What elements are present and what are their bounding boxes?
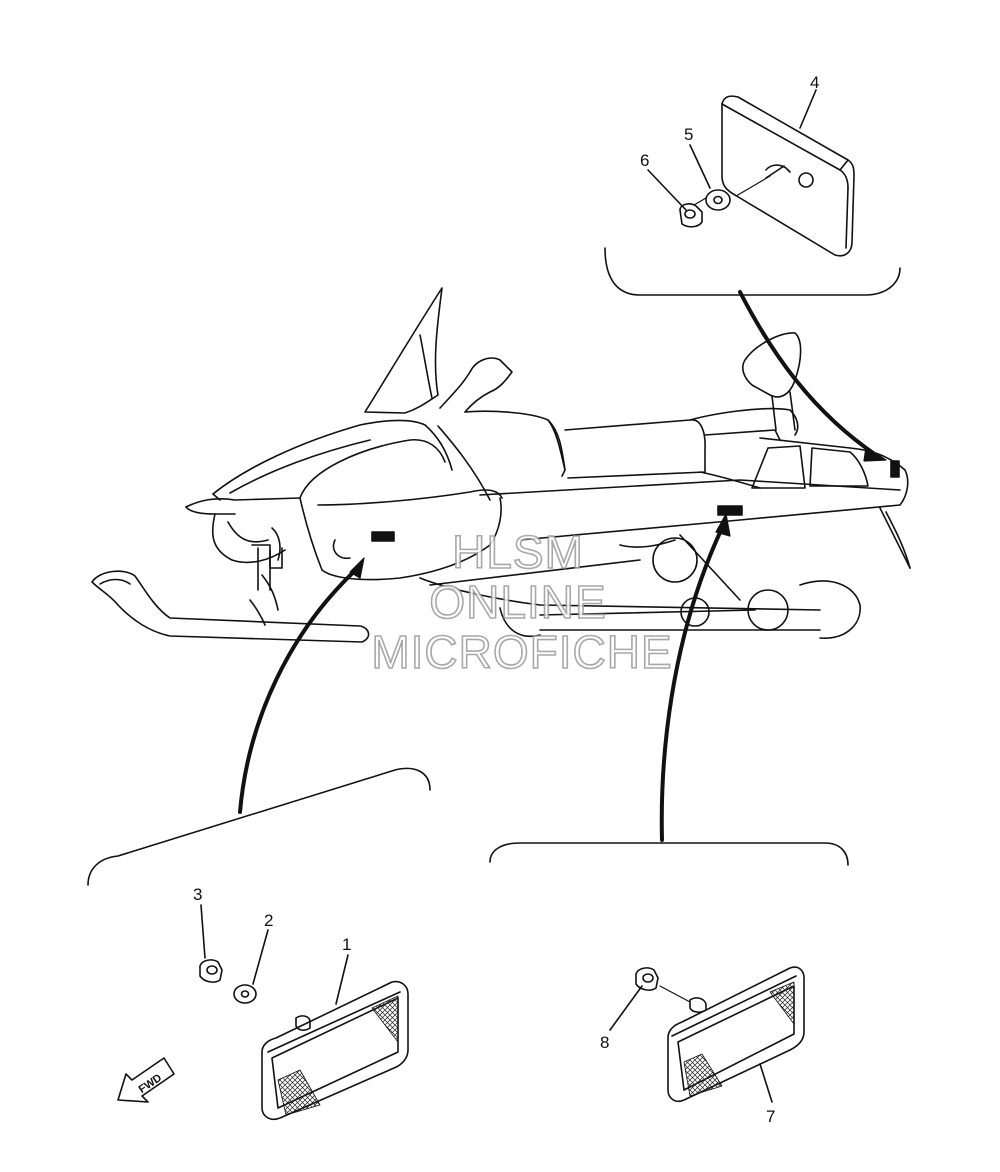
detail-frame-rear xyxy=(604,247,901,296)
reflector-location-marker-side xyxy=(717,505,743,516)
leader-arrow-side xyxy=(659,526,724,842)
callout-8: 8 xyxy=(600,1033,609,1052)
watermark-line-1: HLSM xyxy=(452,526,584,578)
callout-6: 6 xyxy=(640,151,649,170)
detail-frame-side xyxy=(489,842,849,866)
washer-rear xyxy=(705,189,731,211)
callout-3: 3 xyxy=(193,885,202,904)
callout-2: 2 xyxy=(264,911,273,930)
rear-reflector xyxy=(721,95,855,257)
callout-7: 7 xyxy=(766,1107,775,1126)
detail-frame-front xyxy=(87,767,431,886)
callout-5: 5 xyxy=(684,125,693,144)
nut-side xyxy=(635,967,659,991)
snowmobile-outline xyxy=(91,287,911,643)
callout-1: 1 xyxy=(342,935,351,954)
washer-front xyxy=(233,984,257,1004)
fwd-arrow-icon xyxy=(117,1057,175,1103)
reflector-location-marker-front xyxy=(371,531,395,542)
reflector-location-marker-rear xyxy=(890,460,900,478)
leader-arrow-front xyxy=(238,564,362,814)
front-reflector xyxy=(261,980,409,1121)
nut-front xyxy=(199,959,223,983)
leader-arrow-rear xyxy=(738,290,878,457)
side-reflector xyxy=(667,966,805,1103)
watermark-line-2: ONLINE xyxy=(429,576,606,628)
watermark-line-3: MICROFICHE xyxy=(371,626,672,678)
callout-4: 4 xyxy=(810,73,819,92)
